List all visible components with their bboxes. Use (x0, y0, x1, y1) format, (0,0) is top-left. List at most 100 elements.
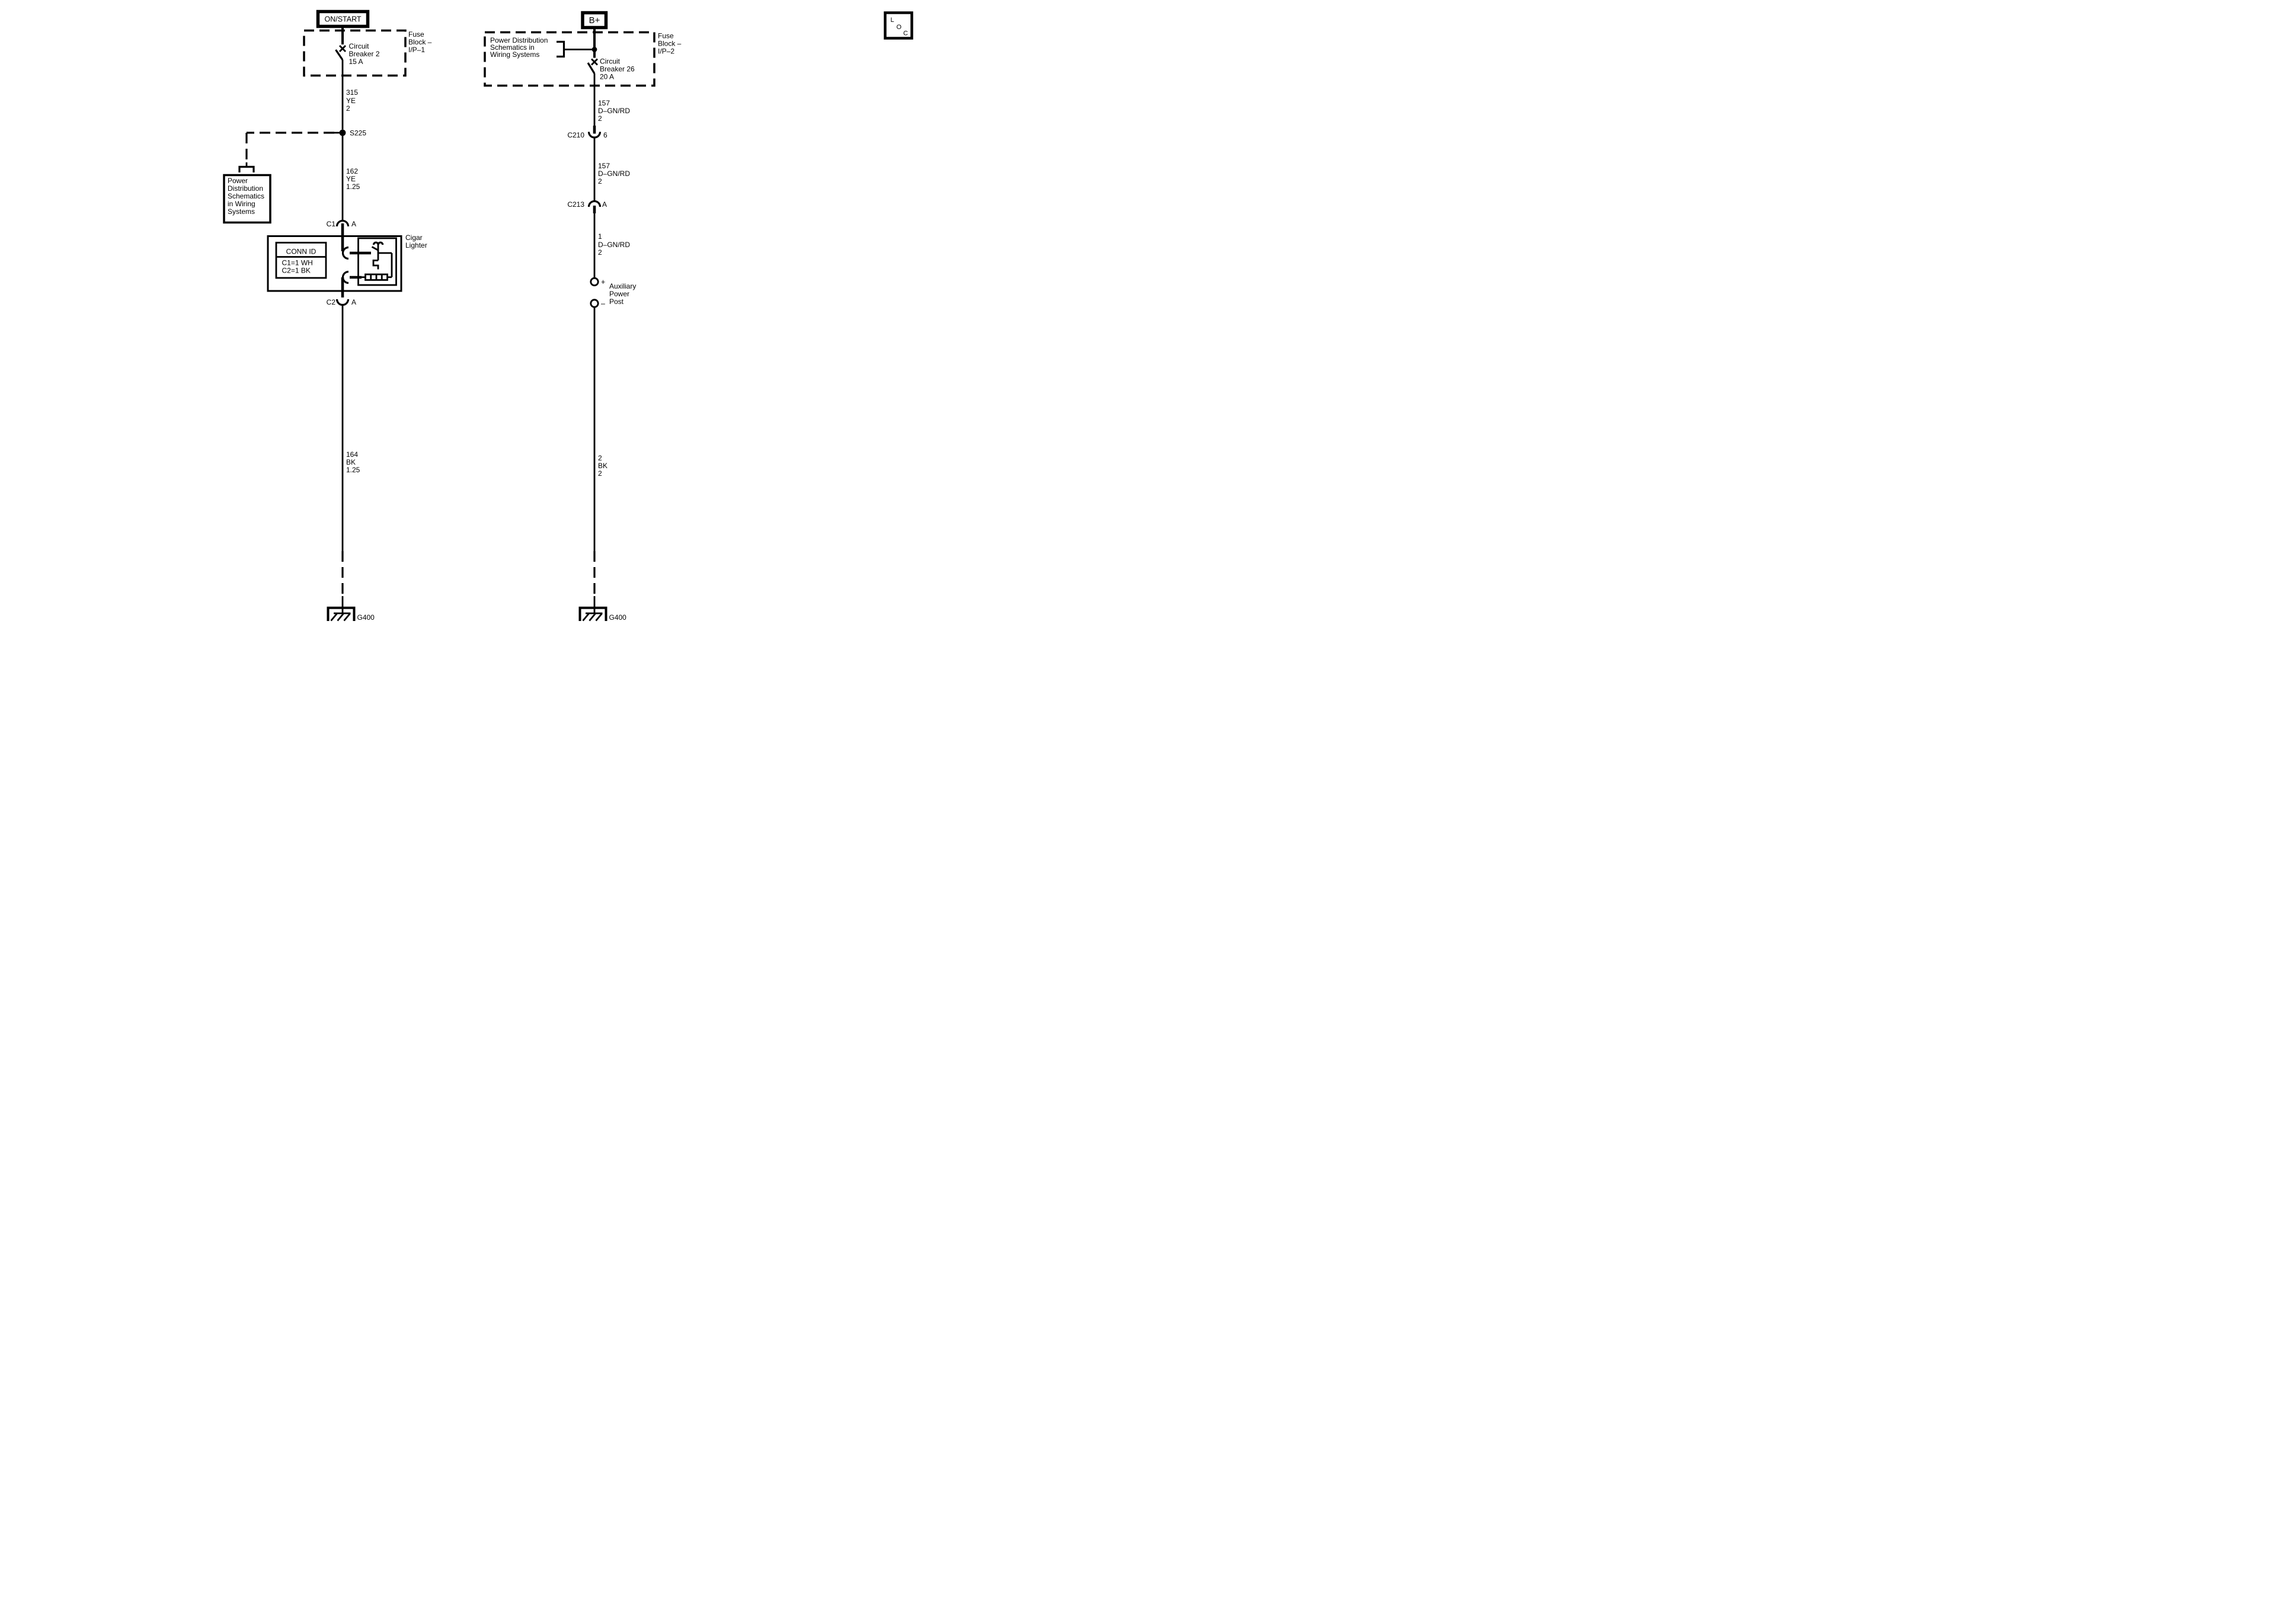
wiring-diagram-page: ON/START Fuse Block – I/P–1 Circuit Brea… (0, 0, 919, 644)
wire-164-label: 164 BK 1.25 (346, 450, 360, 474)
conn-id-header: CONN ID (286, 248, 316, 256)
svg-text:157: 157 (598, 162, 610, 170)
loc-letter-l: L (891, 17, 894, 24)
svg-text:1.25: 1.25 (346, 466, 360, 474)
loc-letter-o: O (897, 24, 902, 31)
on-start-source-box (316, 9, 370, 28)
connector-c2-pin: A (351, 298, 356, 306)
aux-post-label-2: Power (609, 290, 629, 298)
on-start-label: ON/START (324, 15, 361, 24)
svg-text:2: 2 (598, 114, 602, 123)
svg-text:Systems: Systems (228, 207, 255, 216)
svg-text:315: 315 (346, 88, 358, 97)
svg-text:Power Distribution: Power Distribution (490, 36, 548, 44)
svg-text:2: 2 (598, 248, 602, 257)
connector-c2-name: C2 (327, 298, 336, 306)
element-terminal-arc-top (341, 246, 349, 260)
connector-c210-name: C210 (567, 131, 584, 139)
wire-2-label: 2 BK 2 (598, 454, 607, 478)
heater-resistor (362, 273, 392, 281)
fuse-block-ip2-box (484, 31, 655, 87)
svg-text:2: 2 (598, 177, 602, 185)
b-plus-source-box (581, 11, 608, 30)
ground-g400-right-label: G400 (609, 613, 627, 622)
post-plus-terminal (590, 277, 599, 287)
ground-g400-left: G400 (327, 606, 375, 622)
fuse-block-ip2-label-2: Block – (658, 40, 682, 48)
svg-text:Power: Power (228, 177, 248, 185)
connector-c2-arc (335, 299, 350, 306)
svg-text:Schematics: Schematics (228, 192, 264, 200)
schematic-canvas: ON/START Fuse Block – I/P–1 Circuit Brea… (223, 9, 913, 622)
svg-text:Schematics in: Schematics in (490, 43, 535, 52)
loc-letter-c: C (903, 30, 908, 37)
connector-c213: C213 A (567, 200, 607, 213)
aux-post-label-1: Auxiliary (609, 282, 636, 290)
svg-text:YE: YE (346, 97, 356, 105)
connector-c1: C1 A (327, 219, 356, 236)
svg-text:BK: BK (598, 462, 607, 470)
breaker26-label-3: 20 A (600, 73, 614, 81)
svg-text:157: 157 (598, 99, 610, 107)
cigar-lighter-label-2: Lighter (405, 241, 427, 249)
conn-id-row-1: C1=1 WH (282, 259, 313, 267)
post-minus-sign: – (601, 300, 605, 308)
wire-157b-label: 157 D–GN/RD 2 (598, 162, 630, 185)
svg-text:2: 2 (598, 454, 602, 462)
post-plus-sign: + (601, 278, 605, 286)
ground-g400-left-label: G400 (357, 613, 375, 622)
right-circuit: B+ Fuse Block – I/P–2 Power Distribution… (484, 11, 682, 622)
circuit-breaker-26-symbol (587, 58, 598, 74)
fuse-block-ip1-label-3: I/P–1 (408, 46, 425, 54)
loc-corner-box: L O C (884, 11, 913, 40)
svg-text:Wiring Systems: Wiring Systems (490, 50, 539, 59)
fuse-block-ip1-box (303, 29, 407, 77)
svg-text:164: 164 (346, 450, 358, 459)
cigar-lighter-component-box (267, 235, 402, 292)
wire-157a-label: 157 D–GN/RD 2 (598, 99, 630, 123)
breaker2-label-1: Circuit (349, 42, 370, 50)
svg-text:1.25: 1.25 (346, 183, 360, 191)
reference-bracket-left (238, 165, 255, 172)
cigar-lighter-label-1: Cigar (405, 233, 423, 242)
left-circuit: ON/START Fuse Block – I/P–1 Circuit Brea… (223, 9, 432, 622)
ground-g400-right: G400 (578, 606, 627, 622)
auxiliary-power-post: + – Auxiliary Power Post (590, 277, 636, 308)
svg-text:162: 162 (346, 167, 358, 175)
reference-bracket-right (557, 40, 565, 58)
conn-id-row-2: C2=1 BK (282, 267, 311, 275)
fuse-block-ip2-label-1: Fuse (658, 32, 674, 40)
svg-text:BK: BK (346, 458, 356, 466)
svg-text:in Wiring: in Wiring (228, 200, 255, 208)
connector-c2: C2 A (327, 298, 356, 306)
power-distribution-ref-box (223, 174, 271, 224)
breaker2-label-3: 15 A (349, 57, 363, 66)
wire-162-label: 162 YE 1.25 (346, 167, 360, 191)
svg-text:1: 1 (598, 232, 602, 241)
svg-text:D–GN/RD: D–GN/RD (598, 241, 630, 249)
fuse-block-ip2-label-3: I/P–2 (658, 47, 674, 56)
connector-c210-arc (587, 132, 602, 139)
svg-text:2: 2 (346, 104, 350, 113)
element-inner-box (357, 237, 397, 286)
svg-text:2: 2 (598, 469, 602, 478)
connector-c213-name: C213 (567, 200, 584, 209)
circuit-breaker-2-symbol (335, 45, 346, 60)
wire-315-label: 315 YE 2 (346, 88, 358, 113)
connector-c210: C210 6 (567, 126, 607, 139)
fuse-block-ip1-label-2: Block – (408, 38, 432, 46)
splice-s225-label: S225 (350, 129, 366, 137)
connector-c210-pin: 6 (603, 131, 607, 139)
power-distribution-ref-right: Power Distribution Schematics in Wiring … (490, 36, 597, 59)
connector-c213-arc (587, 200, 602, 207)
connector-c1-arc (335, 219, 350, 227)
connector-c1-pin: A (351, 220, 356, 228)
svg-text:D–GN/RD: D–GN/RD (598, 107, 630, 115)
breaker26-label-2: Breaker 26 (600, 65, 635, 73)
power-distribution-ref-text: Power Distribution Schematics in Wiring … (228, 177, 264, 216)
svg-text:Distribution: Distribution (228, 184, 263, 193)
element-latch-zigzag (372, 260, 379, 270)
conn-id-table: CONN ID C1=1 WH C2=1 BK (275, 242, 327, 279)
cigar-lighter-element (341, 236, 397, 297)
post-minus-terminal (590, 299, 599, 308)
